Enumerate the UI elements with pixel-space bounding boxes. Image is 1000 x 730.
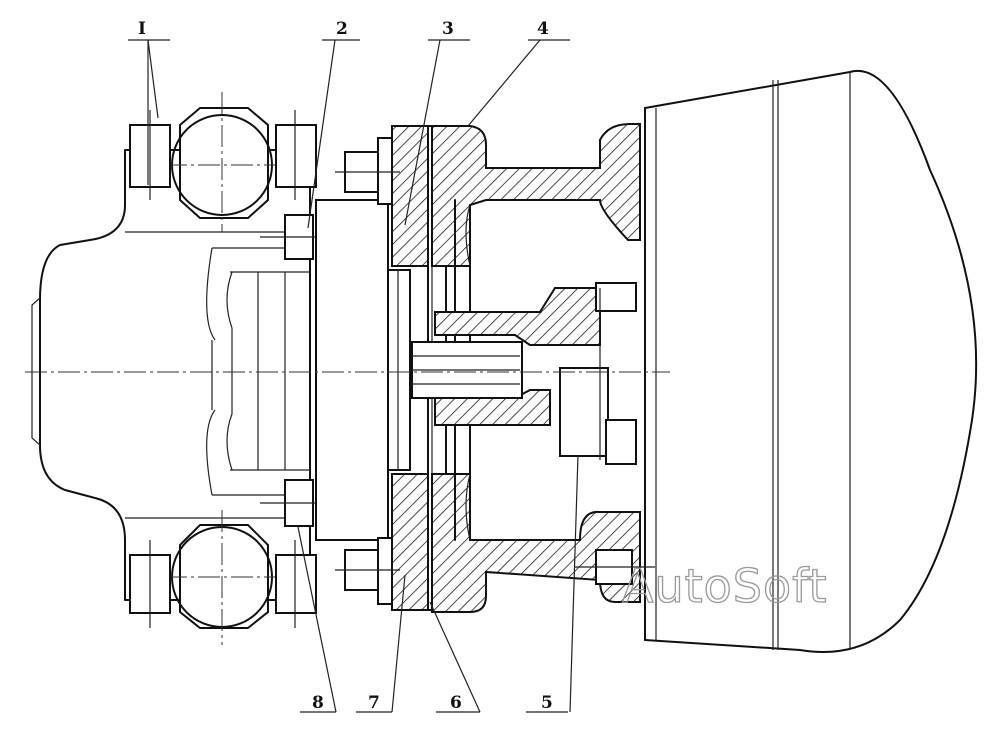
- callout-8: 8: [312, 693, 324, 713]
- adapter-plate: [315, 199, 411, 541]
- callout-2: 2: [336, 19, 348, 39]
- upper-hex-bolt: [129, 92, 317, 232]
- wheel-hub-casting: [431, 123, 641, 613]
- leader-lines: [128, 39, 579, 713]
- callout-4: 4: [537, 19, 549, 39]
- tire: [644, 69, 978, 653]
- lower-hex-bolt: [129, 510, 317, 645]
- hub-flange-bolts: [335, 137, 400, 605]
- callout-1: I: [138, 19, 146, 39]
- callout-7: 7: [368, 693, 380, 713]
- brake-drum-bolt: [575, 549, 655, 585]
- axle-housing: [31, 149, 311, 601]
- callout-3: 3: [442, 19, 454, 39]
- callout-5: 5: [541, 693, 553, 713]
- callout-6: 6: [450, 693, 462, 713]
- watermark: AutoSoft: [622, 559, 828, 613]
- axle-shaft: [411, 282, 637, 465]
